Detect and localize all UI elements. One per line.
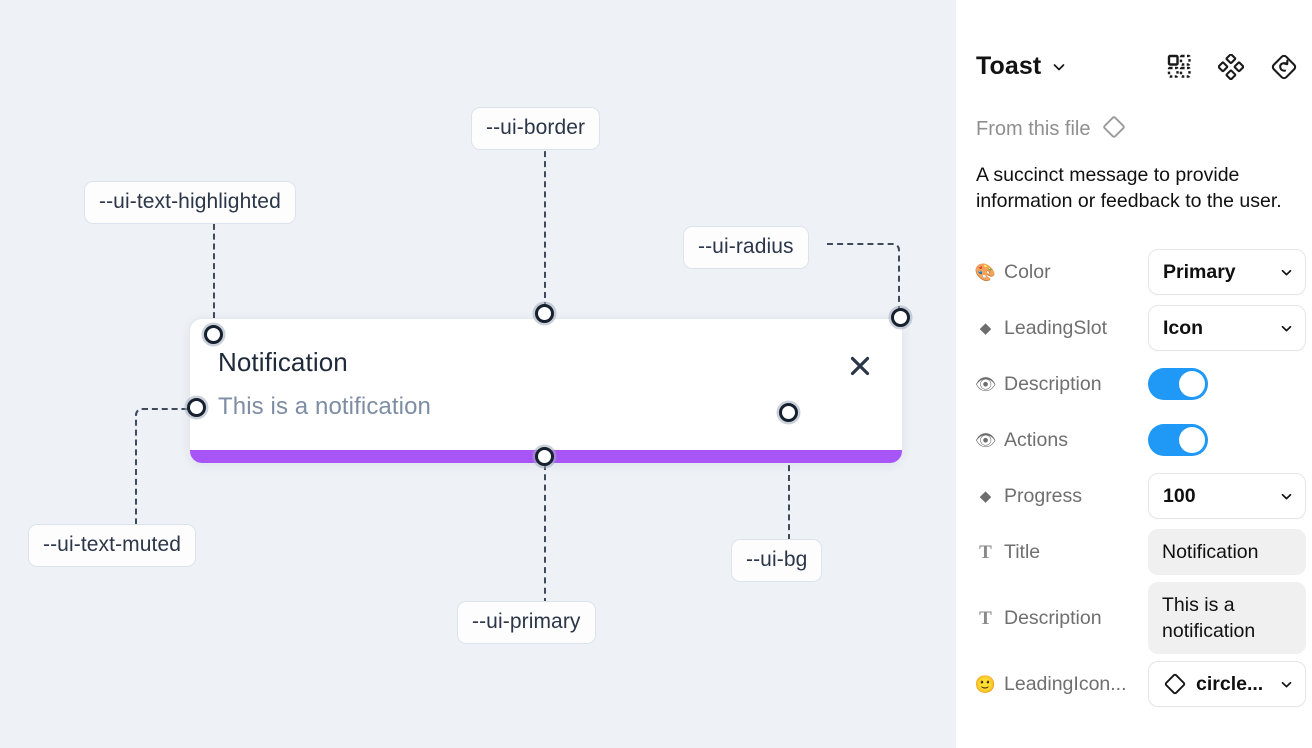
leading-icon-select[interactable]: circle... [1148, 661, 1306, 708]
panel-title: Toast [976, 52, 1042, 80]
annotation-ui-bg[interactable]: --ui-bg [731, 539, 823, 582]
handle-ui-primary[interactable] [535, 447, 554, 466]
property-row-description-toggle: 👁 Description [974, 358, 1298, 410]
leading-slot-select[interactable]: Icon [1148, 305, 1306, 351]
property-label-actions: Actions [1004, 428, 1068, 451]
title-input-value: Notification [1162, 540, 1259, 563]
connector-ui-border [544, 141, 546, 308]
property-label-progress: Progress [1004, 484, 1083, 507]
from-this-file-row[interactable]: From this file [976, 114, 1127, 145]
chevron-down-icon [1279, 265, 1294, 280]
annotation-ui-radius[interactable]: --ui-radius [683, 226, 809, 269]
reset-diamond-icon[interactable] [1270, 53, 1298, 81]
leading-icon-select-value: circle... [1196, 672, 1264, 695]
handle-ui-text-highlighted[interactable] [204, 325, 223, 344]
connector-ui-text-muted [135, 408, 197, 532]
eye-emoji-icon: 👁 [974, 374, 997, 394]
component-grid-icon[interactable] [1167, 54, 1192, 79]
toast-title: Notification [218, 347, 348, 377]
description-toggle[interactable] [1148, 368, 1208, 400]
toast-description: This is a notification [218, 393, 431, 420]
chevron-down-icon [1279, 677, 1294, 692]
property-label-description-toggle: Description [1004, 372, 1102, 395]
annotation-ui-border[interactable]: --ui-border [471, 107, 601, 150]
smiley-emoji-icon: 🙂 [974, 674, 997, 694]
property-label-group-progress: ◆ Progress [976, 485, 1148, 508]
property-label-group-leading-slot: ◆ LeadingSlot [976, 317, 1148, 340]
property-rows: 🎨 Color Primary ◆ LeadingSlot [974, 246, 1306, 714]
diamond-component-icon [1163, 672, 1187, 696]
property-row-leading-slot: ◆ LeadingSlot Icon [976, 302, 1306, 354]
property-control-leading-slot: Icon [1148, 305, 1306, 351]
properties-panel: Toast [956, 0, 1312, 748]
connector-ui-primary [544, 464, 546, 604]
property-control-leading-icon: circle... [1148, 661, 1306, 708]
component-description: A succinct message to provide informatio… [976, 164, 1282, 212]
property-control-title: Notification [1148, 528, 1306, 576]
actions-toggle[interactable] [1148, 424, 1208, 456]
handle-ui-bg[interactable] [779, 403, 798, 422]
property-row-description-text: T Description This is a notification [976, 582, 1306, 655]
close-x-icon[interactable] [845, 351, 875, 381]
diamond-glyph-icon: ◆ [979, 319, 992, 337]
property-label-group-color: 🎨 Color [974, 260, 1148, 284]
description-input[interactable]: This is a notification [1148, 582, 1306, 655]
diamond-glyph-icon: ◆ [979, 487, 992, 505]
property-row-title: T Title Notification [976, 526, 1306, 578]
property-control-color: Primary [1148, 249, 1306, 295]
chevron-down-icon [1279, 321, 1294, 336]
description-input-value: This is a notification [1162, 594, 1256, 643]
progress-select[interactable]: 100 [1148, 473, 1306, 519]
color-select-value: Primary [1163, 260, 1236, 283]
connector-ui-text-highlighted [213, 214, 215, 328]
property-row-leading-icon: 🙂 LeadingIcon... circle... [974, 658, 1306, 710]
property-control-progress: 100 [1148, 473, 1306, 519]
property-control-description-toggle [1148, 368, 1298, 400]
connector-ui-bg [788, 416, 790, 540]
property-label-title: Title [1004, 540, 1041, 563]
title-input[interactable]: Notification [1148, 528, 1306, 576]
property-control-description-text: This is a notification [1148, 582, 1306, 655]
progress-select-value: 100 [1163, 484, 1196, 507]
panel-header: Toast [976, 52, 1298, 81]
handle-ui-border[interactable] [535, 304, 554, 323]
property-label-color: Color [1004, 260, 1051, 283]
text-t-glyph-icon: T [979, 541, 992, 563]
chevron-down-icon[interactable] [1051, 59, 1067, 75]
property-label-leading-icon: LeadingIcon... [1004, 672, 1127, 695]
annotation-ui-text-highlighted[interactable]: --ui-text-highlighted [84, 181, 296, 224]
property-label-description-text: Description [1004, 606, 1102, 629]
property-label-group-description-toggle: 👁 Description [974, 372, 1148, 396]
toggle-knob [1179, 371, 1205, 397]
from-this-file-label: From this file [976, 118, 1091, 140]
property-label-leading-slot: LeadingSlot [1004, 316, 1108, 339]
eye-emoji-icon: 👁 [974, 430, 997, 450]
property-label-group-title: T Title [976, 541, 1148, 564]
connector-ui-radius [827, 243, 900, 315]
property-label-group-description-text: T Description [976, 607, 1148, 630]
color-select[interactable]: Primary [1148, 249, 1306, 295]
panel-header-icons [1167, 53, 1298, 81]
design-canvas[interactable]: Notification This is a notification --ui… [0, 0, 956, 748]
handle-ui-radius[interactable] [891, 308, 910, 327]
leading-slot-select-value: Icon [1163, 316, 1204, 339]
text-t-glyph-icon: T [979, 607, 992, 629]
property-row-actions-toggle: 👁 Actions [974, 414, 1298, 466]
toggle-knob [1179, 427, 1205, 453]
property-row-progress: ◆ Progress 100 [976, 470, 1306, 522]
property-label-group-leading-icon: 🙂 LeadingIcon... [974, 672, 1148, 696]
property-label-group-actions: 👁 Actions [974, 428, 1148, 452]
property-control-actions [1148, 424, 1298, 456]
annotation-ui-primary[interactable]: --ui-primary [457, 601, 596, 644]
diamond-component-icon [1101, 114, 1127, 145]
annotation-ui-text-muted[interactable]: --ui-text-muted [28, 524, 197, 567]
variants-diamond-cluster-icon[interactable] [1218, 53, 1244, 80]
toast-preview-card[interactable]: Notification This is a notification [189, 318, 903, 464]
property-row-color: 🎨 Color Primary [974, 246, 1306, 298]
handle-ui-text-muted[interactable] [187, 398, 206, 417]
palette-emoji-icon: 🎨 [974, 262, 997, 282]
chevron-down-icon [1279, 489, 1294, 504]
